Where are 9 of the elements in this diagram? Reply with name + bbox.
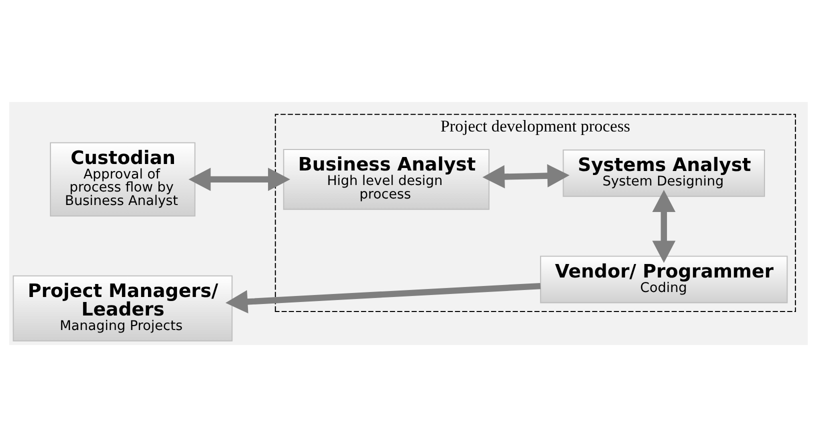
arrow xyxy=(482,164,570,188)
node-box: Systems Analyst System Designing xyxy=(562,148,765,196)
arrow xyxy=(188,167,290,191)
arrow xyxy=(652,189,676,262)
arrow xyxy=(226,282,541,313)
node-box: Vendor/ Programmer Coding xyxy=(540,255,788,303)
node-box: Project Managers/ Leaders Managing Projects xyxy=(12,274,233,341)
node-box: Business Analyst High level design process xyxy=(283,148,490,210)
node-box: Custodian Approval of process flow by Business Analyst xyxy=(50,142,196,216)
